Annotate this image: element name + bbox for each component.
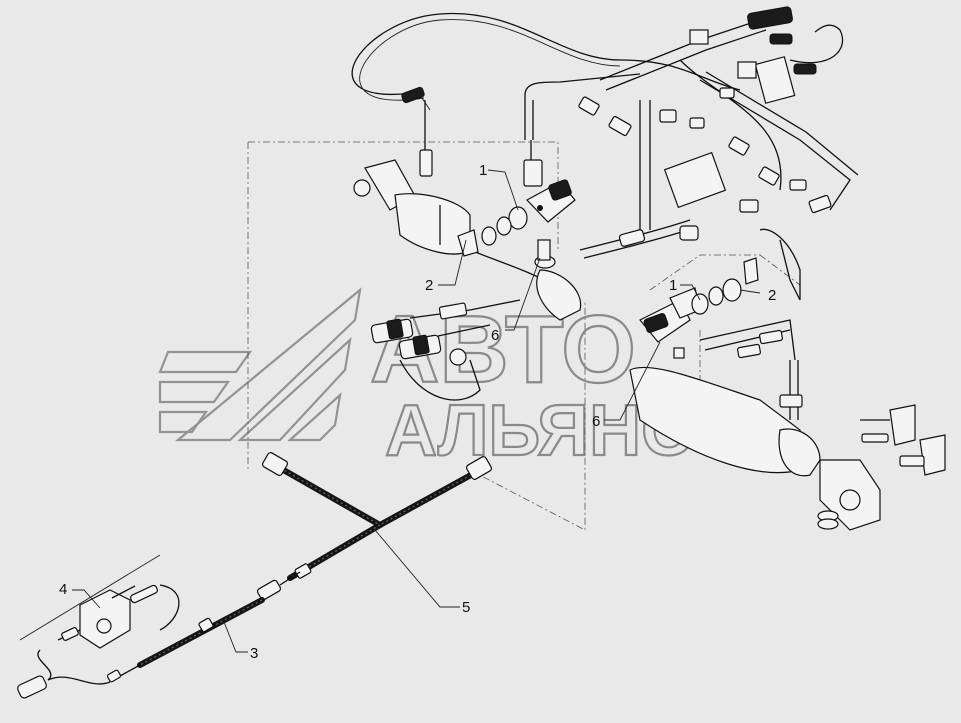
callout-2-upper: 2 [425,277,433,294]
callout-3: 3 [250,645,258,662]
control-unit [17,554,180,699]
callout-1-lower: 1 [669,277,677,294]
upper-right-piping [578,6,859,301]
left-cylinder-assembly [353,86,582,321]
lower-valve [639,257,759,359]
upper-loop-hose [351,12,741,140]
callout-1-upper: 1 [479,162,487,179]
callout-4: 4 [59,581,67,598]
callout-6-lower: 6 [592,413,600,430]
callout-6-upper: 6 [491,327,499,344]
callout-5: 5 [462,599,470,616]
right-cylinder-assembly [629,319,946,531]
leader-lines [72,169,761,653]
callout-2-lower: 2 [768,287,776,304]
main-hose-assembly [106,452,493,683]
watermark-logo [158,287,362,442]
left-couplings [370,299,521,401]
upper-valve [457,179,576,257]
